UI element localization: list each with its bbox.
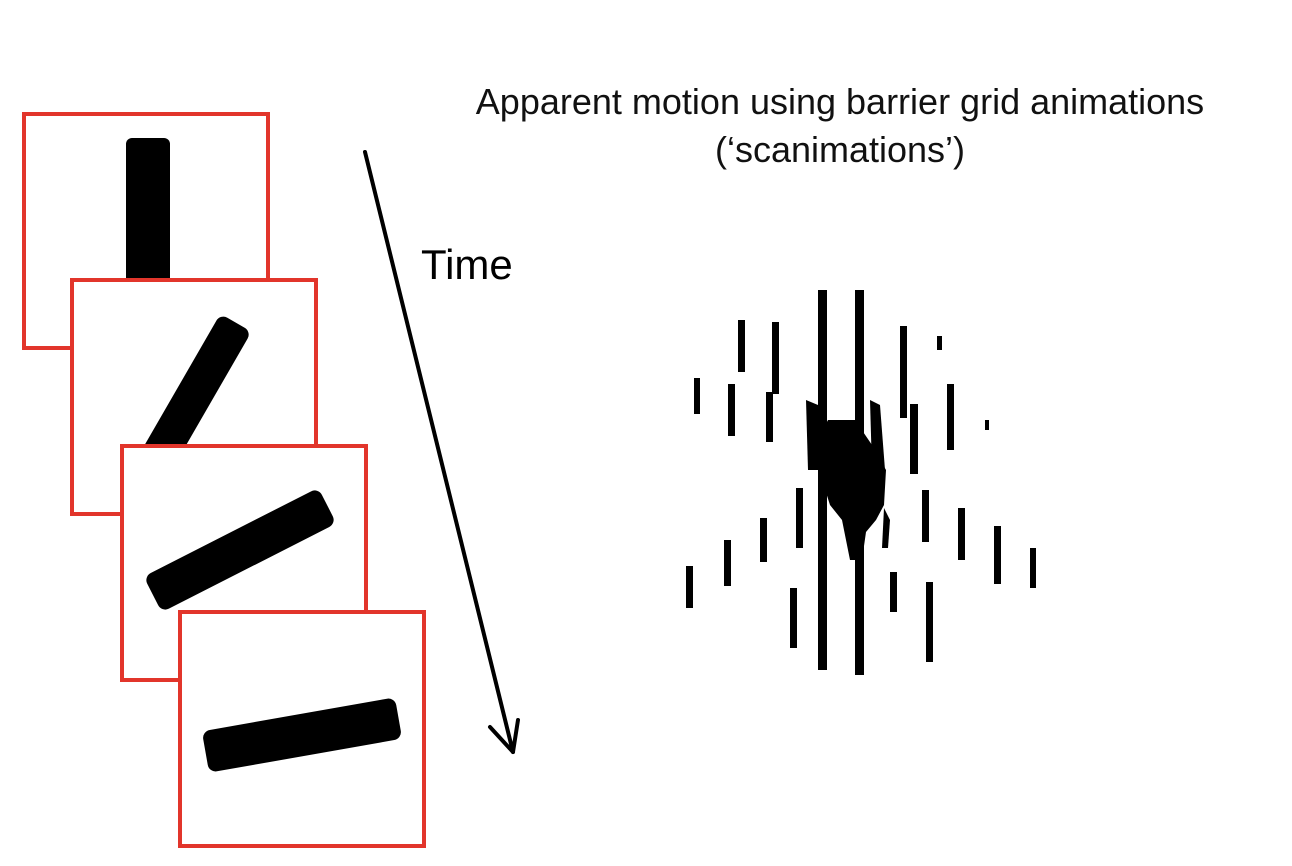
- bar-vertical: [126, 138, 170, 298]
- title-line-1: Apparent motion using barrier grid anima…: [475, 81, 1205, 122]
- title-line-2: (‘scanimations’): [714, 129, 966, 170]
- diagram-title: Apparent motion using barrier grid anima…: [400, 78, 1280, 174]
- time-label: Time: [421, 241, 513, 288]
- frame-4: [178, 610, 426, 848]
- scanimation-pattern: [686, 290, 1036, 675]
- arrow-down-icon: [363, 150, 520, 754]
